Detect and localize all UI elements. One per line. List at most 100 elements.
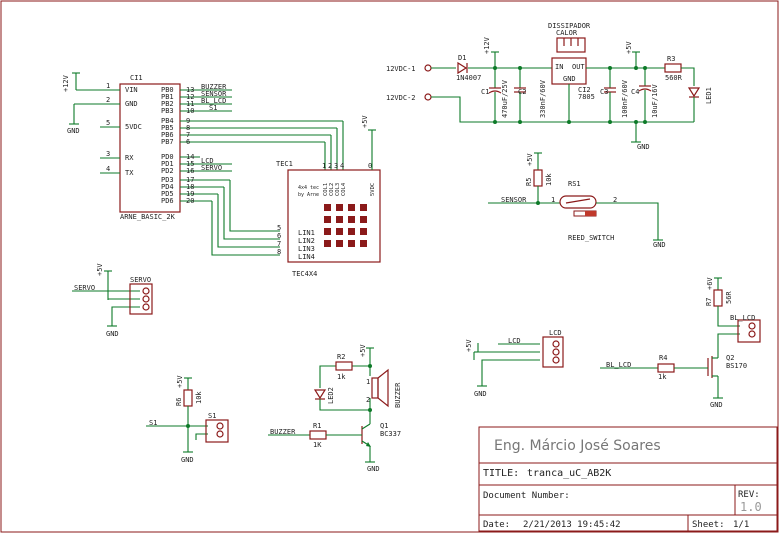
svg-text:COL4: COL4 [341,182,347,196]
backlight-driver[interactable]: +6V R7 56R BL_LCD GND Q2 BS170 BL_LCD R4… [600,277,761,409]
svg-text:S1: S1 [208,412,216,420]
svg-text:R3: R3 [667,55,675,63]
date-label: Date: [483,520,510,530]
svg-text:GND: GND [710,401,723,409]
svg-text:R6: R6 [175,398,183,406]
svg-text:LIN1: LIN1 [298,229,315,237]
svg-text:R4: R4 [659,354,667,362]
net-label: S1 [209,104,217,112]
svg-text:7805: 7805 [578,93,595,101]
mcu-pin-name: 5VDC [125,123,142,131]
svg-text:PD0: PD0 [161,153,174,161]
svg-text:PB2: PB2 [161,100,174,108]
servo-connector[interactable]: +5V SERVO GND SERVO [72,263,153,338]
svg-text:PD5: PD5 [161,190,174,198]
svg-text:PD2: PD2 [161,167,174,175]
svg-text:PB1: PB1 [161,93,174,101]
svg-text:0: 0 [368,162,372,170]
docnum-label: Document Number: [483,491,570,501]
svg-text:R2: R2 [337,353,345,361]
sheet-label: Sheet: [692,520,725,530]
reed-sensor[interactable]: +5V R5 10k SENSOR 1 2 RS1 REED_SWITCH GN… [488,152,666,249]
keypad-keys [324,204,367,247]
svg-text:8: 8 [277,248,281,256]
svg-text:10k: 10k [545,173,553,186]
buzzer-driver[interactable]: +5V R2 1k LED2 1 2 BUZZER GND Q1 BC337 B… [268,344,402,473]
svg-text:by Arne: by Arne [298,192,319,198]
svg-text:LED1: LED1 [705,87,713,104]
power-supply[interactable]: 12VDC-1 12VDC-2 D1 1N4007 +12V C1 470uF/… [386,22,713,151]
svg-text:Q1: Q1 [380,422,388,430]
svg-text:GND: GND [106,330,119,338]
svg-text:1: 1 [551,196,555,204]
svg-text:6: 6 [277,232,281,240]
svg-text:C1: C1 [481,88,489,96]
svg-text:GND: GND [474,390,487,398]
svg-text:8: 8 [186,124,190,132]
keypad-supply-label: +5V [361,115,369,128]
net-label: BL_LCD [606,361,631,369]
mcu-pin-name: RX [125,154,134,162]
net-label: SENSOR [201,90,227,98]
title-value: tranca_uC_AB2K [527,468,611,479]
mcu-right-pins: 13 12 11 10 9 8 7 6 14 15 16 17 18 19 20… [161,83,343,205]
svg-text:1N4007: 1N4007 [456,74,481,82]
svg-text:1K: 1K [313,441,322,449]
title-block: Eng. Márcio José Soares TITLE: tranca_uC… [478,426,778,532]
svg-text:7: 7 [186,131,190,139]
s1-input[interactable]: +5V R6 10k S1 GND S1 [146,375,229,464]
svg-text:5: 5 [277,224,281,232]
mcu-pin-name: TX [125,169,134,177]
svg-text:5VDC: 5VDC [370,183,376,196]
svg-text:DISSIPADOR: DISSIPADOR [548,22,591,30]
svg-text:11: 11 [186,100,194,108]
keypad-tec1[interactable]: TEC1 TEC4X4 4x4 tec by Arne COL1 COL2 CO… [276,115,381,278]
svg-text:BC337: BC337 [380,430,401,438]
svg-text:1: 1 [322,162,326,170]
svg-text:56R: 56R [725,291,733,304]
svg-text:Q2: Q2 [726,354,734,362]
svg-text:IN: IN [555,63,563,71]
svg-text:15: 15 [186,160,194,168]
net-label: LCD [508,337,521,345]
svg-text:R7: R7 [705,298,713,306]
lcd-connector[interactable]: +5V LCD GND LCD [465,329,564,398]
input-label: 12VDC-1 [386,65,416,73]
svg-text:PD1: PD1 [161,160,174,168]
svg-text:PD6: PD6 [161,197,174,205]
svg-text:PD4: PD4 [161,183,174,191]
svg-text:+5V: +5V [359,344,367,357]
svg-text:PB3: PB3 [161,107,174,115]
net-label: SERVO [74,284,95,292]
mcu-pin-num: 2 [106,96,110,104]
svg-text:+5V: +5V [526,153,534,166]
svg-text:10k: 10k [195,391,203,404]
svg-text:1k: 1k [658,373,667,381]
net-label: BUZZER [201,83,227,91]
svg-text:GND: GND [563,75,576,83]
net-label: BUZZER [270,428,296,436]
mcu-pin-name: VIN [125,86,138,94]
svg-text:GND: GND [637,143,650,151]
mcu-name: ARNE_BASIC_2K [120,213,176,221]
sheet-value: 1/1 [733,520,749,530]
svg-text:10: 10 [186,107,194,115]
svg-text:COL1: COL1 [323,183,329,196]
svg-text:+5V: +5V [625,41,633,54]
svg-text:SERVO: SERVO [130,276,151,284]
svg-text:16: 16 [186,167,194,175]
svg-text:+5V: +5V [96,263,104,276]
mcu-ci1[interactable]: CI1 ARNE_BASIC_2K 1 2 5 3 4 VIN GND 5VDC… [62,72,343,221]
rev-label: REV: [738,490,760,500]
svg-text:C3: C3 [600,88,608,96]
svg-text:470uF/25V: 470uF/25V [501,79,509,118]
svg-text:3: 3 [334,162,338,170]
svg-text:6: 6 [186,138,190,146]
keypad-name: TEC4X4 [292,270,317,278]
mcu-pin-num: 1 [106,82,110,90]
svg-text:BS170: BS170 [726,362,747,370]
keypad-row-wires [211,121,344,256]
svg-text:+5V: +5V [176,375,184,388]
input-label: 12VDC-2 [386,94,416,102]
